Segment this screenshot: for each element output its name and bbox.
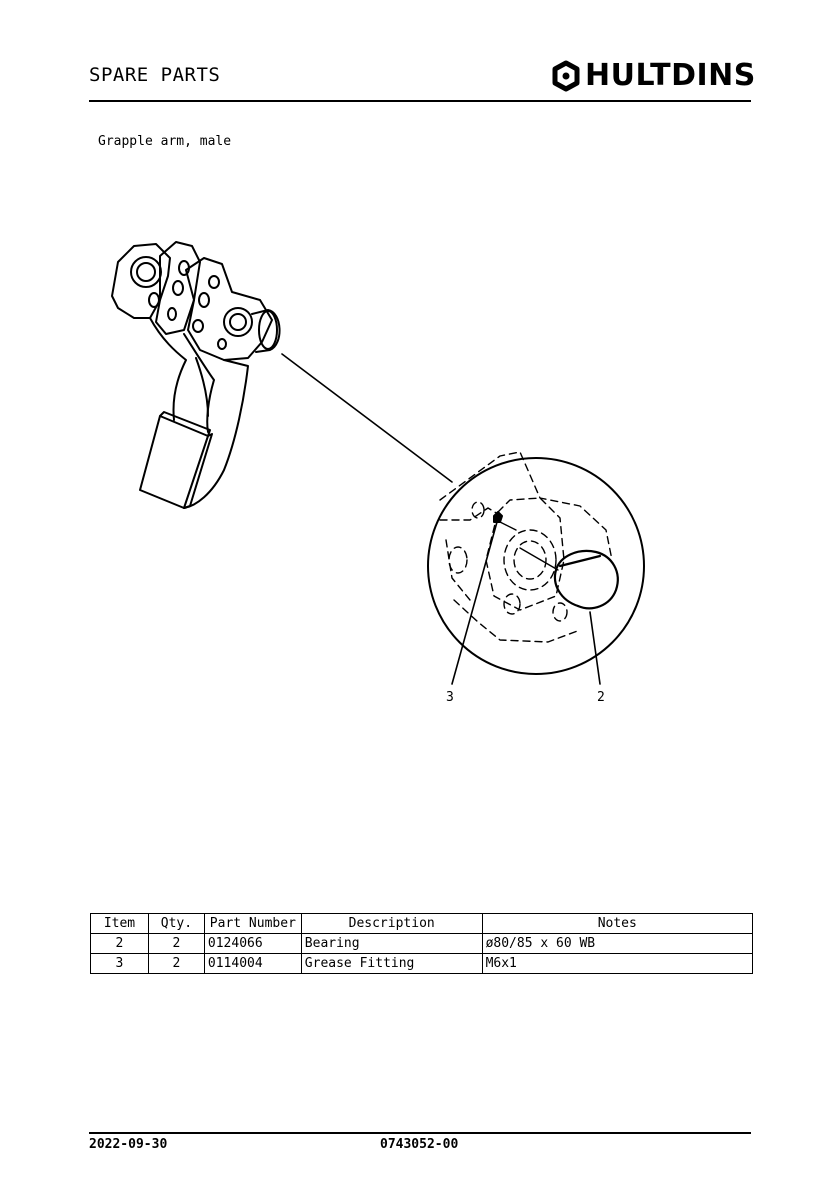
grapple-arm-illustration bbox=[111, 241, 281, 509]
col-header-notes: Notes bbox=[481, 913, 754, 934]
cell-description: Grease Fitting bbox=[300, 953, 483, 974]
callout-label-3: 3 bbox=[446, 690, 454, 705]
cell-qty: 2 bbox=[147, 953, 205, 974]
col-header-part-number: Part Number bbox=[203, 913, 302, 934]
cell-item: 2 bbox=[90, 933, 149, 954]
assembly-title: Grapple arm, male bbox=[98, 134, 232, 149]
cell-description: Bearing bbox=[300, 933, 483, 954]
brand-logo: HULTDINS bbox=[551, 58, 756, 93]
col-header-qty: Qty. bbox=[147, 913, 205, 934]
col-header-description: Description bbox=[300, 913, 483, 934]
callout-leader-2 bbox=[589, 611, 601, 685]
table-header-row: Item Qty. Part Number Description Notes bbox=[90, 913, 754, 934]
hultdins-mark-icon bbox=[552, 60, 580, 91]
cell-qty: 2 bbox=[147, 933, 205, 954]
detail-leader-line bbox=[281, 353, 453, 483]
detail-view-circle bbox=[427, 457, 645, 675]
cell-part-number: 0114004 bbox=[203, 953, 302, 974]
cell-notes: ø80/85 x 60 WB bbox=[481, 933, 754, 954]
detail-background-plate bbox=[439, 451, 613, 643]
callout-leader-3 bbox=[451, 521, 498, 685]
col-header-item: Item bbox=[90, 913, 149, 934]
exploded-view-drawing bbox=[111, 241, 645, 685]
bearing-part-2 bbox=[553, 549, 619, 610]
footer-divider bbox=[89, 1132, 751, 1134]
grease-fitting-part-3 bbox=[493, 511, 517, 531]
cell-part-number: 0124066 bbox=[203, 933, 302, 954]
table-row: 3 2 0114004 Grease Fitting M6x1 bbox=[90, 953, 754, 974]
page-title: SPARE PARTS bbox=[89, 64, 221, 86]
callout-label-2: 2 bbox=[597, 690, 605, 705]
footer-date: 2022-09-30 bbox=[89, 1137, 168, 1152]
brand-name: HULTDINS bbox=[585, 58, 756, 93]
footer-document-number: 0743052-00 bbox=[380, 1137, 459, 1152]
parts-table: Item Qty. Part Number Description Notes … bbox=[90, 913, 754, 974]
table-row: 2 2 0124066 Bearing ø80/85 x 60 WB bbox=[90, 933, 754, 954]
cell-item: 3 bbox=[90, 953, 149, 974]
cell-notes: M6x1 bbox=[481, 953, 754, 974]
header-divider bbox=[89, 100, 751, 102]
